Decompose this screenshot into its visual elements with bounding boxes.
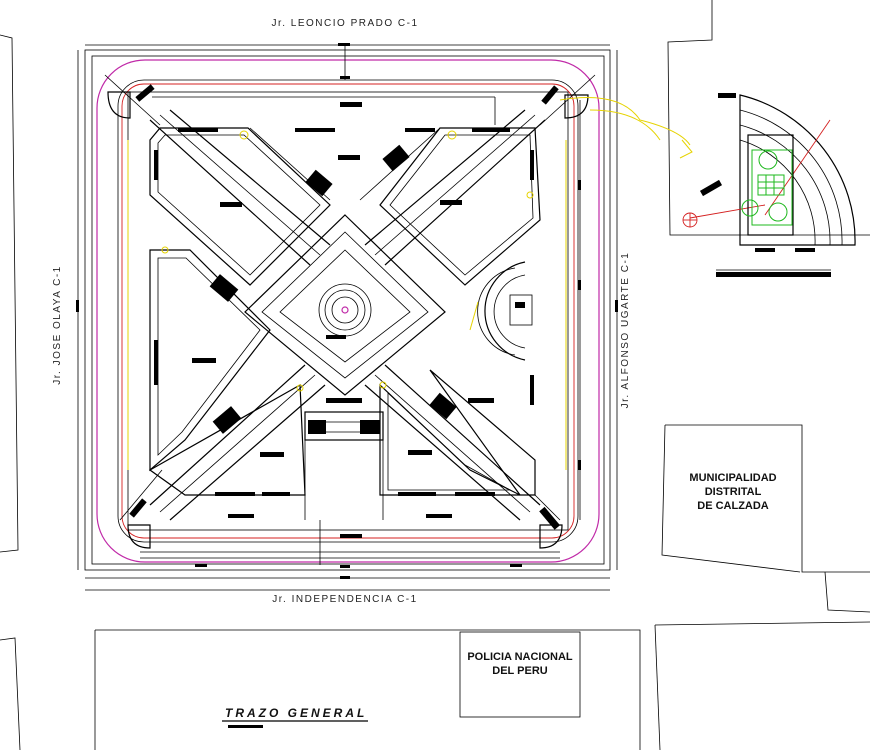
annotation-marks <box>127 97 693 470</box>
municipality-label-line3: DE CALZADA <box>697 500 769 512</box>
garden-parterres <box>148 127 541 496</box>
municipality-label-line2: DISTRITAL <box>705 486 762 498</box>
street-label-west: Jr. JOSE OLAYA C-1 <box>52 265 63 384</box>
street-label-south: Jr. INDEPENDENCIA C-1 <box>272 594 417 605</box>
amphitheatre-detail <box>682 93 856 277</box>
central-fountain <box>244 214 446 396</box>
stair-blocks <box>209 144 457 434</box>
municipality-label-line1: MUNICIPALIDAD <box>689 472 776 484</box>
corner-entrances <box>107 84 589 549</box>
dimension-lines <box>76 43 618 591</box>
benches <box>154 102 534 538</box>
east-amphitheatre <box>469 261 533 361</box>
diagonal-walkways <box>149 109 546 521</box>
south-entrance <box>304 398 384 520</box>
police-label-line2: DEL PERU <box>492 665 547 677</box>
drawing-title: TRAZO GENERAL <box>225 706 367 720</box>
scale-bar <box>228 725 263 728</box>
street-label-east: Jr. ALFONSO UGARTE C-1 <box>620 252 631 409</box>
street-label-north: Jr. LEONCIO PRADO C-1 <box>271 18 418 29</box>
police-label-line1: POLICIA NACIONAL <box>467 651 573 663</box>
